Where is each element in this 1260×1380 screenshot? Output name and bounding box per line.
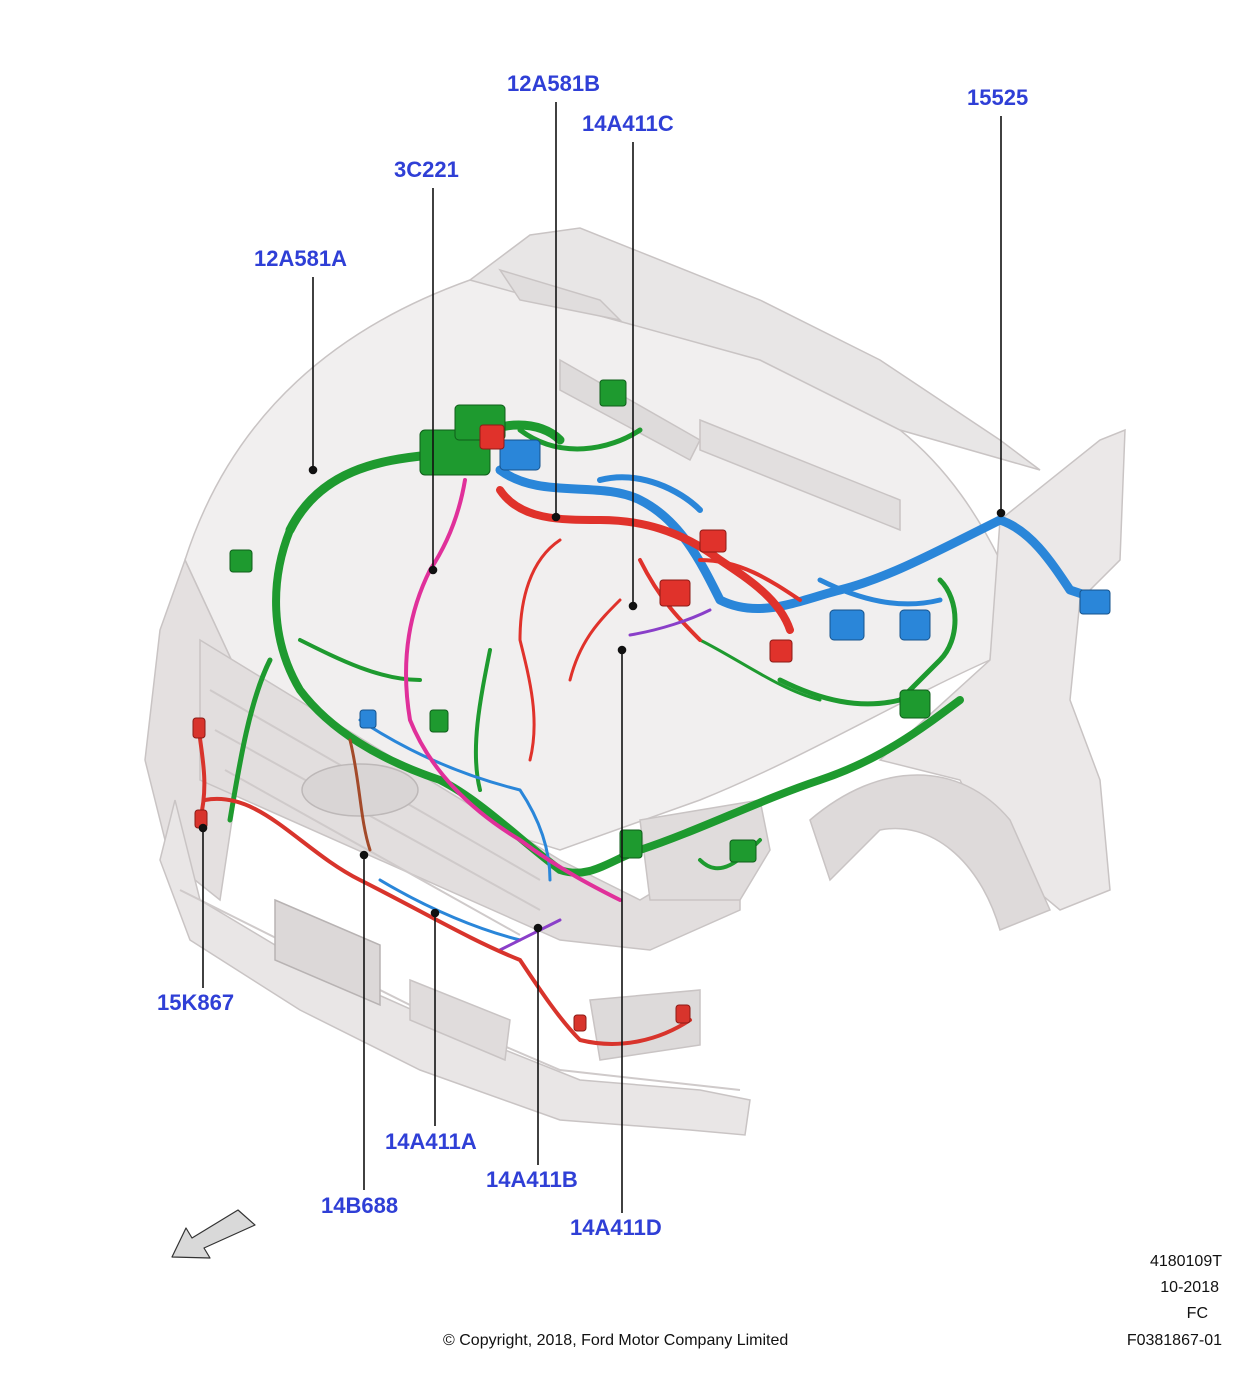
callout-14A411B: 14A411B (486, 1167, 578, 1192)
callout-12A581A: 12A581A (254, 246, 347, 271)
callout-14A411D: 14A411D (570, 1215, 662, 1240)
callout-14B688: 14B688 (321, 1193, 399, 1218)
callout-3C221: 3C221 (394, 157, 459, 182)
engine-harness-red-connectors (479, 424, 793, 663)
leader-lines (198, 102, 1006, 1213)
purple-jumper-harness (498, 608, 712, 952)
callout-14A411A: 14A411A (385, 1129, 477, 1154)
engine-harness-red (496, 486, 802, 762)
front-direction-arrow-icon (171, 1209, 256, 1259)
copyright-text: © Copyright, 2018, Ford Motor Company Li… (443, 1332, 789, 1349)
battery-harness-blue-connectors (359, 439, 1111, 729)
drawing-number: 4180109T (1149, 1253, 1222, 1270)
pink-jumper-harness (404, 478, 622, 902)
callout-15K867: 15K867 (157, 990, 235, 1015)
callout-14A411C: 14A411C (582, 111, 674, 136)
main-harness-green-connectors (229, 379, 931, 863)
callout-12A581B: 12A581B (507, 71, 600, 96)
drawing-code: FC (1186, 1305, 1208, 1322)
callout-15525: 15525 (967, 85, 1029, 110)
drawing-date: 10-2018 (1160, 1279, 1219, 1296)
figure-id: F0381867-01 (1126, 1332, 1222, 1349)
